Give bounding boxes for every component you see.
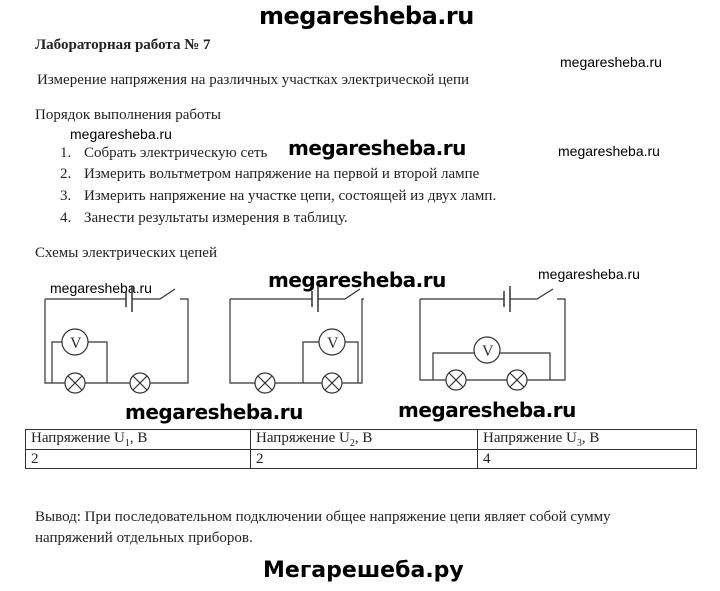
watermark: megaresheba.ru — [398, 398, 576, 422]
page-title: Лабораторная работа № 7 — [35, 37, 211, 53]
subtitle: Измерение напряжения на различных участк… — [37, 72, 470, 88]
step-text: Занести результаты измерения в таблицу. — [84, 210, 348, 226]
lamp-icon — [506, 369, 528, 391]
lamp-icon — [321, 372, 343, 394]
step-text: Собрать электрическую сеть — [84, 145, 268, 161]
lamp-icon — [254, 372, 276, 394]
voltmeter-icon — [473, 336, 501, 364]
watermark: megaresheba.ru — [70, 126, 172, 142]
watermark: megaresheba.ru — [560, 54, 662, 70]
step-text: Измерить вольтметром напряжение на перво… — [84, 166, 480, 182]
conclusion-line: Вывод: При последовательном подключении … — [35, 509, 611, 525]
lamp-icon — [64, 372, 86, 394]
voltmeter-label: V — [327, 335, 339, 352]
circuit-diagrams: V V V — [44, 286, 566, 394]
lamp-icon — [129, 372, 151, 394]
procedure-heading: Порядок выполнения работы — [35, 107, 221, 123]
watermark: megaresheba.ru — [268, 268, 446, 292]
results-table: Напряжение U1, В Напряжение U2, В Напряж… — [25, 429, 697, 469]
circuit-3 — [419, 286, 566, 391]
voltmeter-icon — [61, 328, 89, 356]
circuit-2 — [229, 286, 364, 394]
table-cell: 2 — [25, 449, 251, 469]
step-number: 3. — [60, 188, 72, 204]
watermark: megaresheba.ru — [125, 400, 303, 424]
table-cell: 2 — [250, 449, 478, 469]
voltmeter-label: V — [70, 335, 82, 352]
watermark: megaresheba.ru — [538, 266, 640, 282]
table-header: Напряжение U1, В — [25, 429, 251, 450]
voltmeter-label: V — [482, 343, 494, 360]
schemes-heading: Схемы электрических цепей — [35, 245, 217, 261]
step-number: 1. — [60, 145, 72, 161]
conclusion-line: напряжений отдельных приборов. — [35, 530, 253, 546]
lamp-icon — [445, 369, 467, 391]
watermark: megaresheba.ru — [558, 143, 660, 159]
table-header-row: Напряжение U1, В Напряжение U2, В Напряж… — [25, 429, 697, 450]
table-header: Напряжение U2, В — [250, 429, 478, 450]
watermark: megaresheba.ru — [259, 2, 474, 30]
table-row: 2 2 4 — [25, 449, 697, 469]
voltmeter-icon — [318, 328, 346, 356]
circuit-1 — [44, 286, 189, 394]
watermark: megaresheba.ru — [288, 136, 466, 160]
step-text: Измерить напряжение на участке цепи, сос… — [84, 188, 497, 204]
step-number: 4. — [60, 210, 72, 226]
step-number: 2. — [60, 166, 72, 182]
table-cell: 4 — [477, 449, 697, 469]
table-header: Напряжение U3, В — [477, 429, 697, 450]
watermark: Мегарешеба.ру — [263, 558, 464, 583]
